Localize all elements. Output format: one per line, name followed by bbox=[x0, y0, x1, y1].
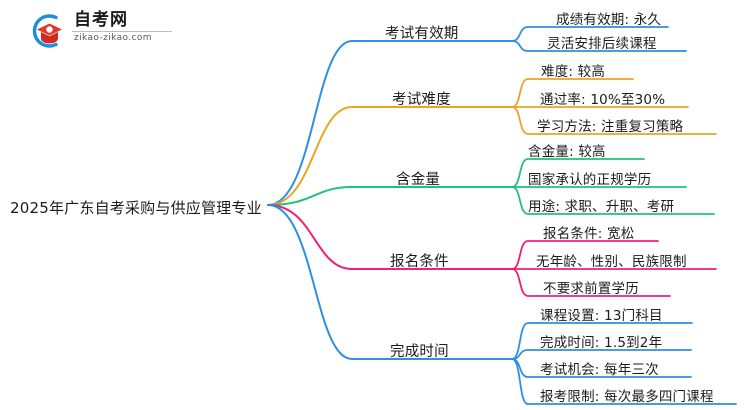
mindmap-root-label: 2025年广东自考采购与供应管理专业 bbox=[10, 199, 262, 217]
mindmap-branch-label-2: 考试难度 bbox=[392, 92, 451, 108]
logo-wordmark: 自考网 zikao-zikao.com bbox=[72, 10, 176, 44]
mindmap-branch-label-5: 完成时间 bbox=[390, 344, 449, 360]
mindmap-leaf-label-5-1: 课程设置: 13门科目 bbox=[540, 308, 663, 324]
mindmap-leaf-label-2-3: 学习方法: 注重复习策略 bbox=[537, 119, 684, 135]
site-logo: 自考网 zikao-zikao.com bbox=[26, 10, 176, 52]
mindmap-leaf-label-1-1: 成绩有效期: 永久 bbox=[556, 12, 662, 28]
mindmap-branch-label-3: 含金量 bbox=[396, 172, 441, 188]
mindmap-leaf-label-2-2: 通过率: 10%至30% bbox=[540, 92, 666, 108]
mindmap-branch-label-4: 报名条件 bbox=[390, 254, 449, 270]
mindmap-leaf-label-4-3: 不要求前置学历 bbox=[543, 281, 639, 297]
mindmap-leaf-label-5-3: 考试机会: 每年三次 bbox=[540, 362, 659, 378]
mindmap-branch-label-1: 考试有效期 bbox=[385, 26, 459, 42]
mindmap-leaf-label-5-4: 报考限制: 每次最多四门课程 bbox=[540, 389, 714, 405]
logo-divider bbox=[72, 31, 172, 32]
mindmap-leaf-label-3-2: 国家承认的正规学历 bbox=[528, 172, 652, 188]
mindmap-leaf-label-3-1: 含金量: 较高 bbox=[528, 144, 606, 160]
mindmap-leaf-label-2-1: 难度: 较高 bbox=[541, 64, 606, 80]
graduation-cap-icon bbox=[26, 12, 66, 50]
logo-name-cn: 自考网 bbox=[74, 10, 128, 30]
logo-domain: zikao-zikao.com bbox=[74, 33, 152, 43]
mindmap-leaf-label-1-2: 灵活安排后续课程 bbox=[547, 36, 657, 52]
mindmap-leaf-label-4-2: 无年龄、性别、民族限制 bbox=[536, 254, 687, 270]
mindmap-leaf-label-4-1: 报名条件: 宽松 bbox=[543, 226, 635, 242]
mindmap-leaf-label-3-3: 用途: 求职、升职、考研 bbox=[528, 199, 675, 215]
mindmap-leaf-label-5-2: 完成时间: 1.5到2年 bbox=[540, 335, 663, 351]
